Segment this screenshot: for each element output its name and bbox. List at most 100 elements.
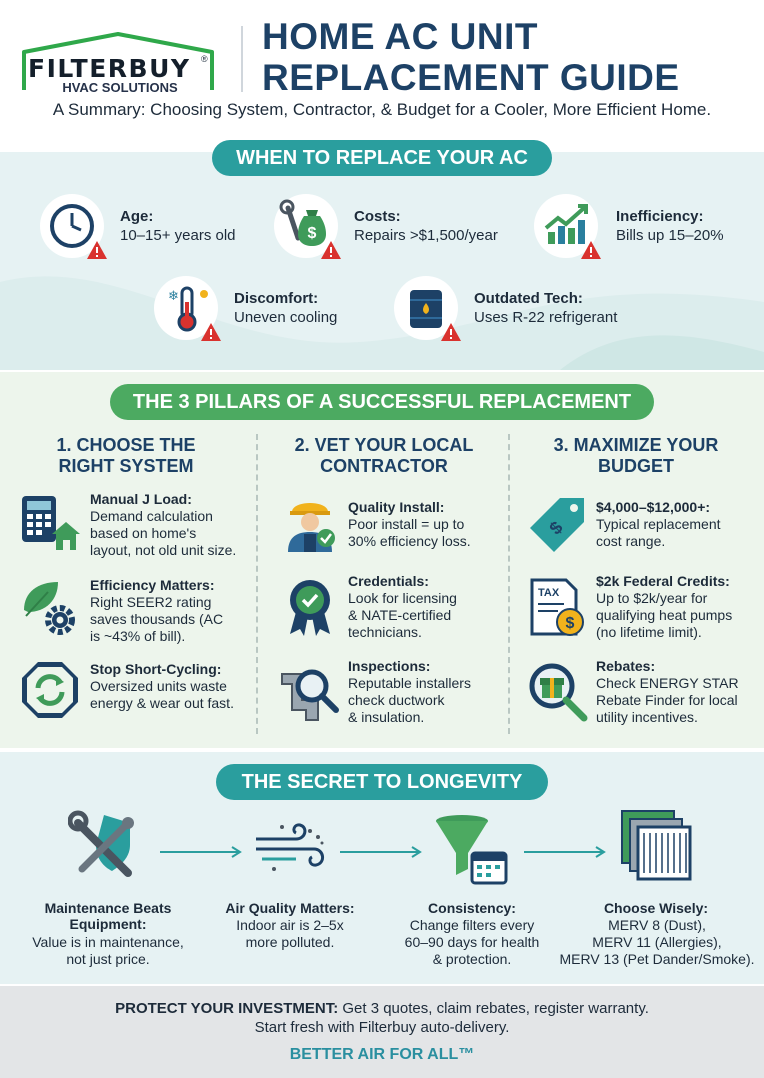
column-heading-budget: 3. MAXIMIZE YOUR BUDGET	[516, 435, 756, 477]
text-line: based on home's	[90, 525, 197, 541]
warning-icon	[441, 323, 461, 341]
tools-shield-icon	[68, 810, 134, 877]
heading-line: CONTRACTOR	[320, 456, 448, 476]
longevity-item-text: Value is in maintenance, not just price.	[8, 934, 208, 968]
footer-callout: PROTECT YOUR INVESTMENT: Get 3 quotes, c…	[0, 1000, 764, 1017]
pillar-item-text: Right SEER2 rating saves thousands (AC i…	[90, 594, 223, 645]
text-line: more polluted.	[245, 934, 335, 950]
column-divider	[508, 434, 510, 734]
funnel-calendar-icon	[436, 815, 508, 885]
longevity-item-text: MERV 8 (Dust), MERV 11 (Allergies), MERV…	[552, 917, 762, 968]
certified-badge-icon	[290, 580, 330, 636]
text-line: layout, not old unit size.	[90, 542, 237, 558]
heading-line: RIGHT SYSTEM	[58, 456, 194, 476]
warning-icon	[321, 241, 341, 259]
dollar-sign: $	[566, 615, 575, 632]
pillars-section: THE 3 PILLARS OF A SUCCESSFUL REPLACEMEN…	[0, 372, 764, 748]
longevity-heading: THE SECRET TO LONGEVITY	[216, 764, 548, 800]
price-tag-icon: $	[530, 498, 584, 552]
text-line: & NATE-certified	[348, 607, 452, 623]
item-title: Age:	[120, 208, 154, 225]
text-line: & protection.	[432, 951, 512, 967]
when-item-discomfort: ❄ Discomfort: Uneven cooling	[154, 276, 374, 341]
title-line: Choose Wisely:	[603, 900, 709, 916]
text-line: Demand calculation	[90, 508, 213, 524]
item-title: Outdated Tech:	[474, 290, 583, 307]
title-line-1: HOME AC UNIT	[262, 16, 538, 57]
air-filters-icon	[621, 810, 692, 881]
heading-line: 3. MAXIMIZE YOUR	[553, 435, 719, 455]
heading-line: 2. VET YOUR LOCAL	[294, 435, 474, 455]
footer-callout-text: Get 3 quotes, claim rebates, register wa…	[338, 1000, 649, 1017]
logo-trademark: ®	[201, 54, 208, 64]
warning-icon	[201, 323, 221, 341]
footer-subtext: Start fresh with Filterbuy auto-delivery…	[254, 1019, 510, 1036]
text-line: MERV 11 (Allergies),	[592, 934, 722, 950]
text-line: technicians.	[348, 624, 422, 640]
page-title: HOME AC UNIT REPLACEMENT GUIDE	[262, 16, 680, 98]
text-line: MERV 13 (Pet Dander/Smoke).	[559, 951, 755, 967]
logo-wordmark: FILTERBUY	[28, 54, 191, 83]
arrow-right-icon	[160, 846, 242, 858]
pillar-item-text: Demand calculation based on home's layou…	[90, 508, 236, 559]
warning-icon	[87, 241, 107, 259]
stop-cycle-icon	[22, 662, 78, 718]
leaf-gear-icon	[24, 582, 75, 635]
title-line: Consistency:	[428, 900, 516, 916]
text-line: 60–90 days for health	[404, 934, 540, 950]
longevity-item-title: Consistency:	[382, 900, 562, 916]
wave-decoration	[0, 276, 764, 370]
text-line: Look for licensing	[348, 590, 457, 606]
footer-tagline: BETTER AIR FOR ALL™	[289, 1046, 475, 1063]
page-subtitle: A Summary: Choosing System, Contractor, …	[52, 100, 712, 119]
text-line: check ductwork	[348, 692, 445, 708]
longevity-item-text: Change filters every 60–90 days for heal…	[372, 917, 572, 968]
text-line: Oversized units waste	[90, 678, 227, 694]
text-line: is ~43% of bill).	[90, 628, 186, 644]
longevity-item-title: Maintenance Beats Equipment:	[18, 900, 198, 932]
rising-chart-icon	[534, 194, 601, 259]
calculator-house-icon	[22, 496, 80, 550]
pillar-item-title: Credentials:	[348, 573, 429, 589]
technician-icon	[288, 503, 335, 552]
text-line: 30% efficiency loss.	[348, 533, 471, 549]
ductwork-magnifier-icon	[281, 669, 339, 721]
text-line: Indoor air is 2–5x	[236, 917, 344, 933]
text-line: Reputable installers	[348, 675, 471, 691]
item-text: Repairs >$1,500/year	[354, 227, 498, 244]
text-line: & insulation.	[348, 709, 425, 725]
pillar-item-text: Up to $2k/year for qualifying heat pumps…	[596, 590, 732, 641]
text-line: Typical replacement	[596, 516, 721, 532]
heading-line: BUDGET	[598, 456, 674, 476]
header: FILTERBUY ® HVAC SOLUTIONS HOME AC UNIT …	[0, 0, 764, 150]
longevity-item-text: Indoor air is 2–5x more polluted.	[190, 917, 390, 951]
filterbuy-logo: FILTERBUY ® HVAC SOLUTIONS	[20, 30, 216, 95]
title-line: Equipment:	[69, 916, 147, 932]
when-heading: WHEN TO REPLACE YOUR AC	[212, 140, 552, 176]
money-bag-wrench-icon: $	[274, 194, 341, 259]
heading-line: 1. CHOOSE THE	[56, 435, 196, 455]
pillar-item-title: Rebates:	[596, 658, 656, 674]
item-text: Uses R-22 refrigerant	[474, 309, 618, 326]
pillar-item-text: Reputable installers check ductwork & in…	[348, 675, 471, 726]
text-line: saves thousands (AC	[90, 611, 224, 627]
text-line: Check ENERGY STAR	[596, 675, 739, 691]
arrow-right-icon	[340, 846, 422, 858]
item-text: Uneven cooling	[234, 309, 338, 326]
title-line-2: REPLACEMENT GUIDE	[262, 57, 680, 98]
column-heading-contractor: 2. VET YOUR LOCAL CONTRACTOR	[264, 435, 504, 477]
column-heading-system: 1. CHOOSE THE RIGHT SYSTEM	[6, 435, 246, 477]
when-to-replace-section: WHEN TO REPLACE YOUR AC Age: 10–15+ year…	[0, 140, 764, 370]
item-title: Inefficiency:	[616, 208, 704, 225]
pillar-item-title: Quality Install:	[348, 499, 445, 515]
title-line: Maintenance Beats	[44, 900, 172, 916]
clock-icon	[40, 194, 107, 259]
text-line: Rebate Finder for local	[596, 692, 738, 708]
text-line: (no lifetime limit).	[596, 624, 702, 640]
pillar-item-title: Efficiency Matters:	[90, 577, 215, 593]
pillar-item-text: Poor install = up to 30% efficiency loss…	[348, 516, 471, 550]
text-line: Right SEER2 rating	[90, 594, 212, 610]
footer-callout-label: PROTECT YOUR INVESTMENT:	[115, 1000, 339, 1017]
text-line: Poor install = up to	[348, 516, 465, 532]
warning-icon	[581, 241, 601, 259]
